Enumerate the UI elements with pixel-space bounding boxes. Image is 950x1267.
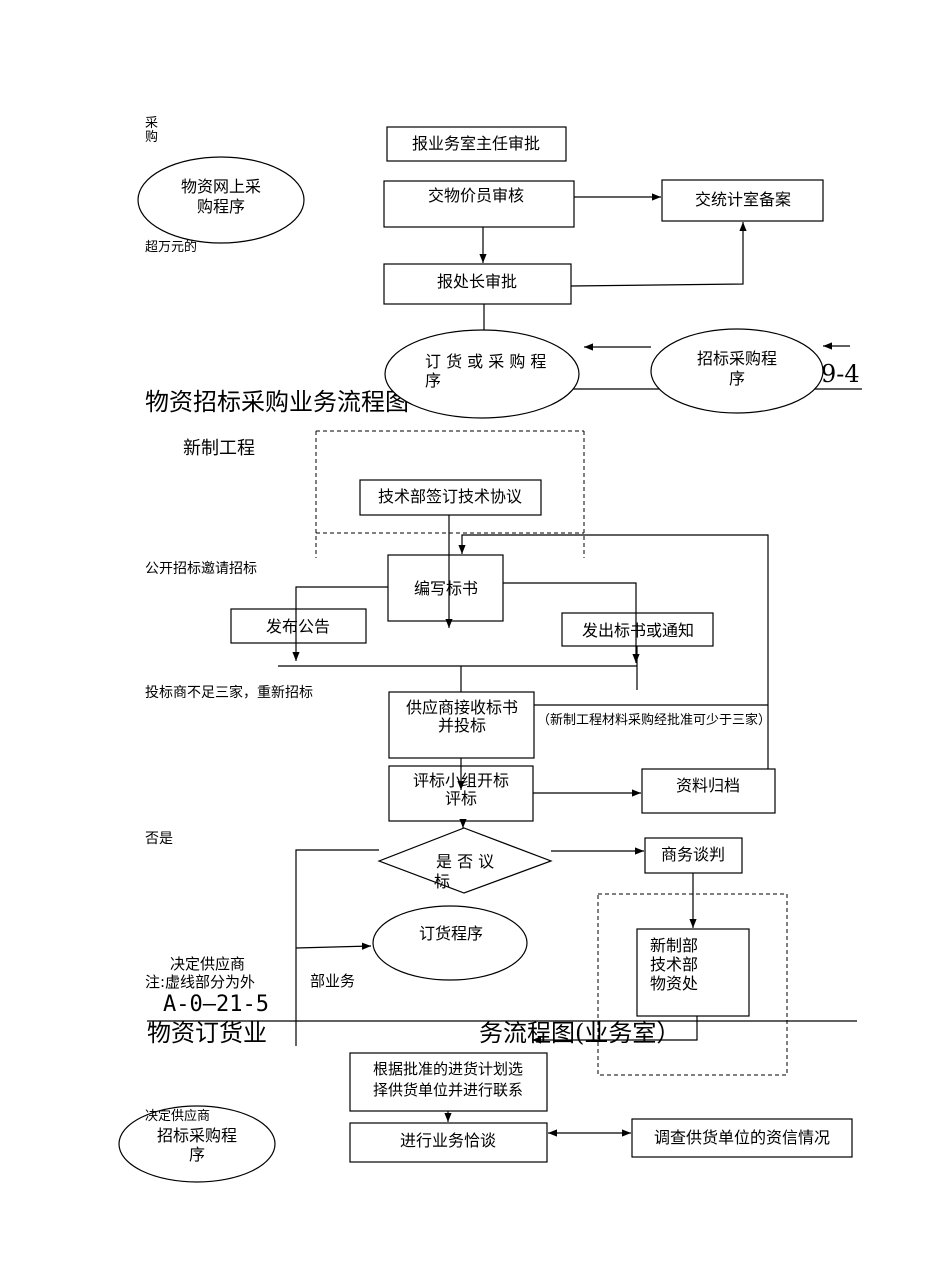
over-10k-label: 超万元的 — [145, 239, 197, 255]
negotiation-box: 商务谈判 — [644, 837, 743, 874]
arrow-to-order-procedure — [295, 942, 372, 950]
order-procedure-ellipse: 订 货 或 采 购 程 序 — [384, 329, 580, 419]
credit-check-label: 调查供货单位的资信情况 — [654, 1128, 830, 1147]
online-procurement-ellipse: 物资网上采 购程序 — [137, 156, 305, 244]
arrow-write-to-notice — [503, 582, 640, 663]
archive-label: 资料归档 — [676, 776, 740, 795]
feedback-loop-line — [458, 534, 769, 808]
evaluation-box: 评标小组开标 评标 — [388, 765, 534, 822]
tender-procedure-line-1: 招标采购程 — [697, 349, 777, 368]
evaluation-line-2: 评标 — [445, 789, 477, 808]
announce-label: 发布公告 — [266, 617, 330, 636]
online-procurement-line-2: 购程序 — [197, 197, 245, 216]
side-label-char-1: 采 — [145, 116, 158, 131]
arrow-chief-to-stats — [570, 222, 747, 287]
stats-filing-label: 交统计室备案 — [695, 190, 791, 209]
department-2: 技术部 — [650, 955, 698, 974]
credit-check-box: 调查供货单位的资信情况 — [631, 1118, 853, 1158]
price-check-box: 交物价员审核 — [383, 180, 575, 228]
chief-approval-label: 报处长审批 — [437, 272, 517, 291]
tender-procedure-line-2: 序 — [729, 369, 745, 388]
price-check-label: 交物价员审核 — [428, 186, 524, 205]
supplier-bid-box: 供应商接收标书 并投标 — [388, 691, 535, 759]
director-approval-label: 报业务室主任审批 — [412, 134, 540, 153]
departments-box: 新制部 技术部 物资处 — [636, 928, 750, 1017]
bottom-tender-line-2: 序 — [189, 1145, 205, 1164]
ordering-title-part-1: 物资订货业 — [147, 1019, 267, 1047]
select-supplier-line-2: 择供货单位并进行联系 — [373, 1081, 523, 1099]
dashed-note-cont: 部业务 — [310, 972, 355, 990]
page-code: 9-4 — [821, 360, 860, 388]
open-invite-label: 公开招标邀请招标 — [145, 561, 257, 577]
evaluation-line-1: 评标小组开标 — [413, 771, 509, 790]
tech-agreement-box: 技术部签订技术协议 — [359, 479, 542, 516]
arrow-depts-back — [532, 1016, 698, 1044]
department-3: 物资处 — [650, 974, 698, 993]
tender-flow-title: 物资招标采购业务流程图 — [145, 388, 409, 416]
decide-supplier-label: 决定供应商 — [170, 955, 245, 973]
tech-agreement-label: 技术部签订技术协议 — [378, 487, 522, 506]
no-yes-label: 否是 — [145, 831, 173, 847]
external-dashed-region-top — [315, 430, 585, 558]
select-supplier-line-1: 根据批准的进货计划选 — [373, 1060, 523, 1078]
business-talk-label: 进行业务恰谈 — [400, 1131, 496, 1150]
tender-procedure-ellipse: 招标采购程 序 — [650, 328, 824, 414]
supplier-bid-line-1: 供应商接收标书 — [406, 698, 518, 717]
archive-box: 资料归档 — [641, 768, 776, 814]
director-approval-box: 报业务室主任审批 — [386, 126, 567, 162]
select-supplier-box: 根据批准的进货计划选 择供货单位并进行联系 — [349, 1052, 548, 1112]
negotiate-decision-diamond: 是 否 议 标 — [377, 827, 553, 894]
decision-line-2: 标 — [434, 872, 450, 891]
side-label-char-2: 购 — [145, 129, 158, 145]
department-1: 新制部 — [650, 936, 698, 955]
supplier-bid-line-2: 并投标 — [438, 716, 486, 735]
dashed-note: 注:虚线部分为外 — [145, 973, 255, 991]
doc-code: A-0—21-5 — [163, 992, 269, 1017]
announce-box: 发布公告 — [230, 608, 367, 644]
bottom-tender-line-1: 招标采购程 — [157, 1126, 237, 1145]
arrow-write-to-announce — [292, 586, 388, 661]
write-tender-box: 编写标书 — [387, 554, 504, 622]
online-procurement-line-1: 物资网上采 — [181, 177, 261, 196]
bottom-tender-ellipse: 招标采购程 序 — [118, 1105, 276, 1183]
order-procedure-label: 订货程序 — [419, 924, 483, 943]
bottom-decide-supplier-label: 决定供应商 — [145, 1108, 210, 1124]
no-branch-line — [295, 849, 379, 1046]
exception-note: （新制工程材料采购经批准可少于三家） — [537, 712, 771, 728]
new-project-label: 新制工程 — [183, 438, 255, 459]
write-tender-label: 编写标书 — [414, 579, 478, 598]
send-notice-box: 发出标书或通知 — [561, 612, 714, 647]
send-notice-label: 发出标书或通知 — [582, 621, 694, 640]
ordering-title-part-2: 务流程图(业务室） — [479, 1019, 680, 1047]
business-talk-box: 进行业务恰谈 — [349, 1122, 548, 1163]
order-procedure-line-2: 序 — [425, 371, 441, 390]
stats-filing-box: 交统计室备案 — [661, 179, 824, 222]
decision-line-1: 是 否 议 — [436, 852, 494, 871]
rebid-note: 投标商不足三家，重新招标 — [145, 684, 313, 701]
negotiation-label: 商务谈判 — [661, 845, 725, 864]
order-procedure-line-1: 订 货 或 采 购 程 — [425, 352, 546, 371]
order-procedure-ellipse-2: 订货程序 — [372, 905, 528, 981]
chief-approval-box: 报处长审批 — [383, 263, 572, 305]
